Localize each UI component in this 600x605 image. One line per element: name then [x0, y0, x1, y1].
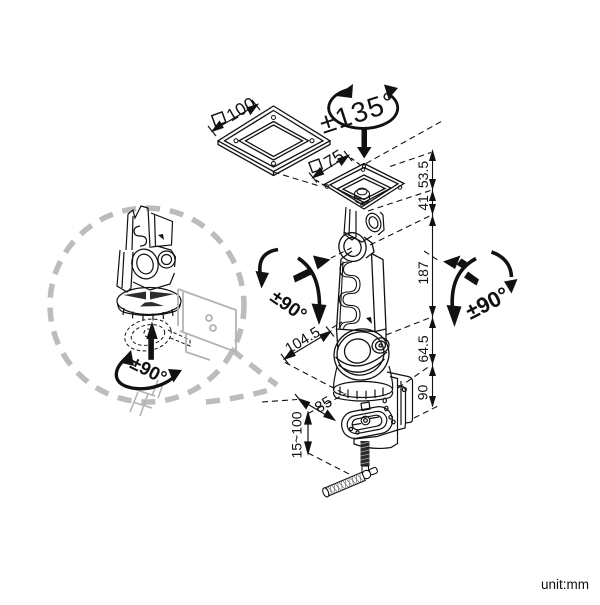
svg-text:53.5: 53.5: [415, 161, 431, 188]
svg-text:unit:mm: unit:mm: [541, 577, 589, 592]
svg-text:15~100: 15~100: [289, 411, 305, 458]
svg-text:85: 85: [312, 393, 336, 416]
svg-text:41: 41: [415, 195, 431, 211]
svg-text:187: 187: [415, 261, 431, 285]
svg-text:64.5: 64.5: [415, 335, 431, 362]
svg-text:90: 90: [415, 385, 431, 401]
